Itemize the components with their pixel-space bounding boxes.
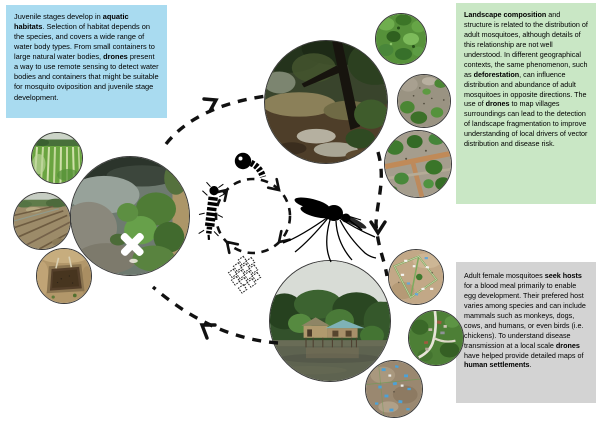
arrow-larva-to-pupa bbox=[214, 188, 229, 203]
square-pond-photo bbox=[36, 248, 92, 304]
village-roads-aerial-photo bbox=[388, 249, 444, 305]
arrow-water-to-forest bbox=[202, 97, 219, 113]
dry-field-furrows-photo bbox=[13, 192, 71, 250]
village-in-trees-aerial-photo bbox=[408, 310, 464, 366]
mosquito-egg-raft-icon bbox=[227, 255, 262, 294]
waterbody-with-drone-photo bbox=[70, 156, 190, 276]
riverside-village-photo bbox=[269, 260, 391, 382]
drone-icon bbox=[120, 232, 144, 257]
host-seeking-textbox: Adult female mosquitoes seek hosts for a… bbox=[456, 262, 596, 403]
arrow-village-to-water bbox=[199, 323, 217, 340]
inner-cycle-path bbox=[214, 177, 292, 255]
aquatic-habitats-textbox: Juvenile stages develop in aquatic habit… bbox=[6, 5, 167, 118]
tree-canopy-aerial-photo bbox=[375, 13, 427, 65]
partial-deforestation-aerial-photo bbox=[397, 74, 451, 128]
deforestation-roads-aerial-photo bbox=[384, 130, 452, 198]
settlement-blue-map-aerial-photo bbox=[365, 360, 423, 418]
forest-interior-photo bbox=[264, 40, 388, 164]
arrow-adult-to-egg bbox=[277, 229, 292, 244]
rice-paddy-photo bbox=[31, 132, 83, 184]
mosquito-larva-icon bbox=[198, 181, 226, 240]
landscape-composition-textbox: Landscape composition and structure is r… bbox=[456, 3, 596, 204]
arrow-forest-to-village bbox=[369, 220, 387, 237]
arrow-pupa-to-adult bbox=[266, 177, 281, 192]
adult-mosquito-icon bbox=[282, 197, 377, 263]
arrow-egg-to-larva bbox=[225, 240, 240, 255]
mosquito-pupa-icon bbox=[234, 152, 267, 179]
